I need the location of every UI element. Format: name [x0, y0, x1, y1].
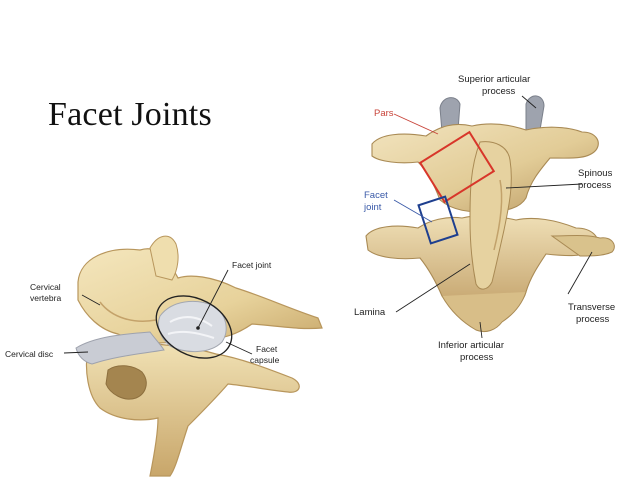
facet-joint-shape [157, 300, 227, 352]
lumbar-vertebra-diagram: Superior articular process Pars Spinous … [354, 74, 615, 363]
label-facet-capsule-1: Facet [256, 344, 278, 354]
label-facet-capsule-2: capsule [250, 355, 280, 365]
label-transverse-2: process [576, 314, 610, 325]
label-cervical-vertebra-1: Cervical [30, 282, 61, 292]
label-lamina: Lamina [354, 307, 386, 318]
label-transverse-1: Transverse [568, 302, 615, 313]
label-inferior-articular-2: process [460, 352, 494, 363]
label-inferior-articular-1: Inferior articular [438, 340, 504, 351]
label-cervical-disc: Cervical disc [5, 349, 54, 359]
label-spinous-2: process [578, 180, 612, 191]
label-pars: Pars [374, 108, 394, 119]
lower-cervical-vertebra [85, 341, 300, 477]
label-facet-joint: Facet joint [232, 260, 272, 270]
cervical-vertebra-diagram: Facet joint Cervical vertebra Cervical d… [5, 235, 323, 477]
facet-capsule-outline [155, 295, 233, 359]
label-spinous-1: Spinous [578, 168, 613, 179]
label-facet-joint-2: joint [363, 202, 382, 213]
slide-title: Facet Joints [48, 96, 212, 133]
pars-highlight-box [418, 130, 496, 204]
label-superior-articular-2: process [482, 86, 516, 97]
facet-joint-highlight-box [417, 195, 459, 245]
label-superior-articular-1: Superior articular [458, 74, 530, 85]
cervical-disc-shape [75, 331, 165, 365]
label-facet-joint-1: Facet [364, 190, 388, 201]
label-cervical-vertebra-2: vertebra [30, 293, 61, 303]
